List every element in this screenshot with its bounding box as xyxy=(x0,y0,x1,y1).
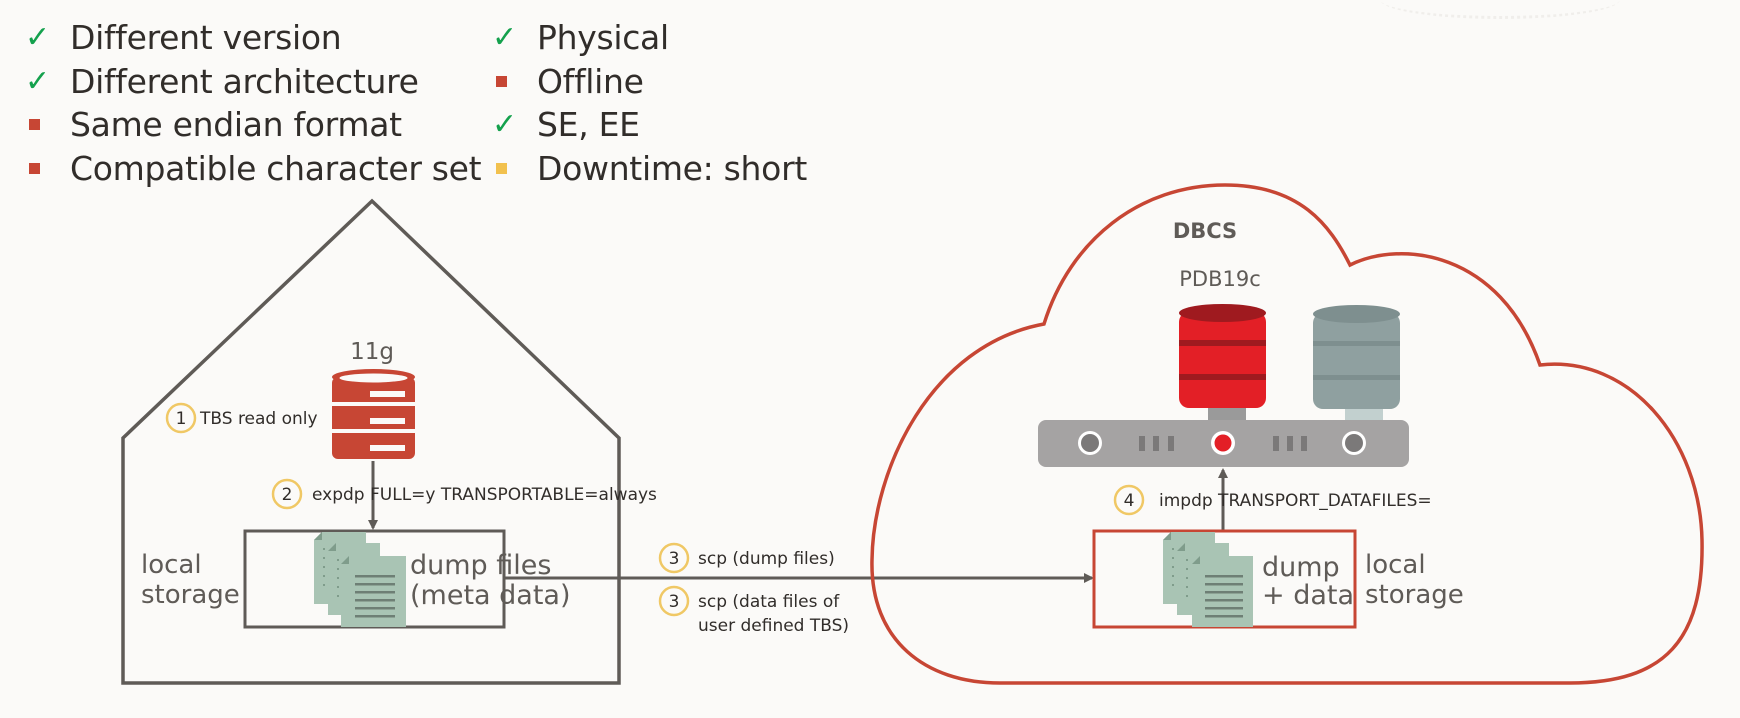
checklist-item: ✓ Different version xyxy=(25,16,481,60)
step-label: expdp FULL=y TRANSPORTABLE=always xyxy=(312,485,657,505)
source-files-label: dump files xyxy=(410,550,551,581)
checklist-item: ✓ Physical xyxy=(492,16,807,60)
checklist-right: ✓ Physical Offline ✓ SE, EE Downtime: shor… xyxy=(492,16,807,190)
checklist-item-label: Compatible character set xyxy=(70,148,482,188)
checklist-item-label: Downtime: short xyxy=(537,148,807,188)
step-number: 2 xyxy=(282,485,293,505)
background-watermark xyxy=(1380,0,1620,19)
source-files-label: (meta data) xyxy=(410,580,571,611)
target-storage-label: local xyxy=(1365,550,1426,580)
step-3-data-files: 3 scp (data files of user defined TBS) xyxy=(658,585,849,636)
step-number-badge xyxy=(1113,484,1145,516)
dump-and-data-files-icon xyxy=(1163,532,1253,627)
target-storage-label: storage xyxy=(1365,580,1464,610)
check-icon: ✓ xyxy=(492,107,517,142)
checklist-item-label: SE, EE xyxy=(537,105,640,144)
dump-files-icon xyxy=(314,532,406,627)
step-label: TBS read only xyxy=(199,409,318,429)
check-icon: ✓ xyxy=(25,20,50,55)
checklist-item: ✓ SE, EE xyxy=(492,103,807,147)
cloud-outline xyxy=(870,183,1704,685)
step-4: 4 impdp TRANSPORT_DATAFILES= xyxy=(1113,484,1432,516)
step-3-dump-files: 3 scp (dump files) xyxy=(658,542,835,574)
check-icon: ✓ xyxy=(492,20,517,55)
source-storage-label: storage xyxy=(141,580,240,610)
checklist-item-label: Physical xyxy=(537,18,669,57)
step-label: scp (data files of xyxy=(698,592,840,612)
step-label: user defined TBS) xyxy=(698,616,849,636)
step-number-badge xyxy=(271,478,303,510)
check-icon: ✓ xyxy=(25,63,50,99)
pdb-label: PDB19c xyxy=(1179,267,1261,291)
step-number: 3 xyxy=(669,549,680,569)
step-label: scp (dump files) xyxy=(698,549,835,569)
on-premises-house xyxy=(121,198,621,685)
server-rack-icon xyxy=(1038,420,1409,467)
step-number-badge xyxy=(658,542,690,574)
step-number-badge xyxy=(165,402,197,434)
step-number: 1 xyxy=(176,409,187,429)
source-db-version: 11g xyxy=(350,339,394,365)
checklist-item-label: Different architecture xyxy=(70,61,419,101)
checklist-item: Downtime: short xyxy=(492,147,807,191)
step-2: 2 expdp FULL=y TRANSPORTABLE=always xyxy=(271,478,657,510)
step-1: 1 TBS read only xyxy=(165,402,318,434)
target-pdb-database-icon xyxy=(1179,304,1266,421)
step-label: impdp TRANSPORT_DATAFILES= xyxy=(1159,491,1432,511)
checklist-item-label: Offline xyxy=(537,61,644,101)
source-database-icon xyxy=(332,369,415,459)
step-number: 3 xyxy=(669,592,680,612)
checklist-item: Offline xyxy=(492,60,807,104)
checklist-item: Same endian format xyxy=(25,103,481,147)
checklist-item-label: Different version xyxy=(70,18,342,57)
target-files-label: + data xyxy=(1262,580,1354,611)
checklist-item-label: Same endian format xyxy=(70,105,402,144)
checklist-item: Compatible character set xyxy=(25,147,482,191)
target-files-label: dump xyxy=(1262,552,1340,583)
secondary-database-icon xyxy=(1313,305,1400,421)
step-number-badge xyxy=(658,585,690,617)
checklist-item: ✓ Different architecture xyxy=(25,60,481,104)
source-storage-label: local xyxy=(141,550,202,580)
cloud-title: DBCS xyxy=(1173,219,1237,243)
step-number: 4 xyxy=(1124,491,1135,511)
checklist-left: ✓ Different version ✓ Different architectu… xyxy=(25,16,482,191)
